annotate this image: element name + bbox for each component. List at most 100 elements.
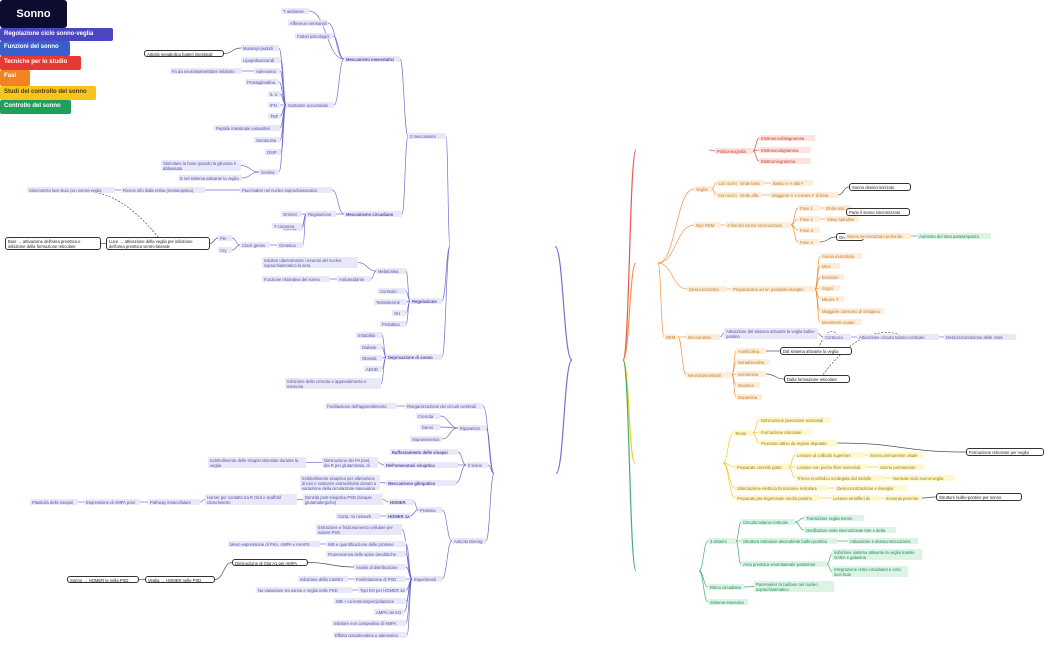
node-rcsv[interactable]: Regolazione ciclo sonno-veglia xyxy=(0,28,113,41)
node-clock[interactable]: Clock genes xyxy=(240,242,270,248)
node-att-metab[interactable]: Attività metabolica batteri intestinali xyxy=(144,50,224,57)
node-proteina[interactable]: Proteina xyxy=(418,507,442,513)
node-attiv-desincr[interactable]: Attivazione e desincronizzazione xyxy=(848,538,918,544)
node-facilitazione[interactable]: Facilitazione dell'apprendimento xyxy=(325,403,397,409)
node-sost-acc[interactable]: Sostanze accumulate xyxy=(286,102,334,108)
node-antiossid[interactable]: Antiossidante xyxy=(337,276,371,282)
node-basso-v[interactable]: Basso V e alta F xyxy=(771,180,813,186)
node-esperimenti[interactable]: Esperimenti xyxy=(412,576,442,582)
node-rem[interactable]: REM xyxy=(664,334,678,340)
node-lesione-fibre[interactable]: Lesione con poche fibre sensoriali xyxy=(795,464,867,470)
node-adhd[interactable]: ADHD xyxy=(364,366,382,372)
node-emg[interactable]: Elettromiogramma xyxy=(759,158,811,164)
node-homer-per[interactable]: Homer per contatto tra R Glut e scaffold… xyxy=(205,494,297,505)
node-crescita[interactable]: Crescita xyxy=(416,413,440,419)
node-obesita[interactable]: Obesità xyxy=(360,355,382,361)
node-polisonno[interactable]: Polisonnografia xyxy=(715,148,753,154)
node-due-mecc[interactable]: 2 meccanismi xyxy=(408,133,446,139)
node-root[interactable]: Sonno xyxy=(0,0,67,28)
node-acetilcolina[interactable]: Acetilcolina xyxy=(736,348,766,354)
node-parte-sonno[interactable]: Parte il sonno sincronizzato xyxy=(846,208,910,216)
node-insonnia[interactable]: Insonnia perenne xyxy=(884,495,922,501)
node-melatonina[interactable]: Melatonina xyxy=(376,268,406,274)
node-per[interactable]: Per xyxy=(218,235,232,241)
node-veglia[interactable]: Veglia xyxy=(694,186,712,192)
node-lesione-emid[interactable]: Lesione emidiferi dx xyxy=(831,495,879,501)
node-corta[interactable]: Corta, no network xyxy=(336,513,380,519)
node-formaz-retic-veglia[interactable]: Formazione reticolare per veglia xyxy=(966,448,1044,456)
node-trans-veglia[interactable]: Transizione veglia-sonno xyxy=(804,515,864,521)
node-quattro-fasi[interactable]: 4 fasi del sonno sincronizzato xyxy=(725,222,791,228)
node-inibizione-cr[interactable]: Inibizione della crescita e apprendiment… xyxy=(285,378,381,389)
node-glimfatico[interactable]: Meccanismo glimpatico xyxy=(386,480,456,486)
node-mioc[interactable]: Mioc xyxy=(820,263,840,269)
node-fase2[interactable]: Fase 2 xyxy=(798,216,820,222)
node-attiv-circ[interactable]: Attivazione circuito talamo-corticale xyxy=(857,334,939,340)
node-diminuz-perc[interactable]: Diminuzione percezioni sensoriali xyxy=(759,417,831,423)
node-sistema-esec[interactable]: Sistema esecutivo xyxy=(708,599,748,605)
node-eog[interactable]: Elettrooculogramma xyxy=(759,147,811,153)
node-tronco[interactable]: Tronco encefalico scollegato dal midollo xyxy=(795,475,885,481)
node-inibitore[interactable]: Inibitore non competitivo di AMPA xyxy=(332,620,406,626)
node-il1[interactable]: IL-1 xyxy=(268,91,280,97)
node-prep-trigem[interactable]: Preparato pre-trigeminale medio pontino xyxy=(735,495,821,501)
node-noradrenalina[interactable]: Noradrenalina xyxy=(736,359,770,365)
node-veglia-homer[interactable]: Veglia → HOMER nelle PSD xyxy=(145,576,215,583)
node-neurotrasm[interactable]: Neurotrasmettitori xyxy=(686,372,732,378)
node-adenosina[interactable]: Adenosina xyxy=(254,68,280,74)
node-grelina[interactable]: Grelina xyxy=(259,169,279,175)
node-attivazione-sist[interactable]: Attivazione del sistema attivante la veg… xyxy=(724,328,818,339)
node-sonno-sincr[interactable]: Sonno sincronizzato profondo xyxy=(845,233,911,239)
node-gh[interactable]: GH xyxy=(392,310,406,316)
node-sleep-spindles[interactable]: Sleep spindles xyxy=(825,216,859,222)
node-atonia[interactable]: Atonia muscolare xyxy=(820,253,862,259)
node-luce[interactable]: Luce → attivazione della veglia per inib… xyxy=(106,237,210,250)
node-ifn[interactable]: IFN xyxy=(268,102,280,108)
node-pacemaker[interactable]: Pacemaker nel nucleo soprachiasmatico xyxy=(240,187,332,193)
node-sonno-perm[interactable]: Sonno permanente xyxy=(878,464,924,470)
node-maggiore-cons[interactable]: Maggiore consumo di ossigeno xyxy=(820,308,884,314)
node-homer[interactable]: HOMER xyxy=(388,499,414,505)
node-prolattina[interactable]: Prolattina xyxy=(380,321,406,327)
node-pacemaker-circ[interactable]: Pacemaker circadiano nel nucleo soprachi… xyxy=(754,581,834,592)
node-topi-ko[interactable]: Topi KO per HOMER 1a xyxy=(358,587,406,593)
node-genetica[interactable]: Genetica xyxy=(277,242,303,248)
node-istamina[interactable]: Istamina xyxy=(736,382,760,388)
node-ormoni[interactable]: Ormoni xyxy=(281,211,301,217)
node-sonno-homer[interactable]: Sonno → HOMER la nella PSD xyxy=(67,576,139,583)
node-minore-t[interactable]: Minore T xyxy=(820,296,844,302)
node-mecc-omeo[interactable]: Meccanismi omeostatici xyxy=(344,56,400,62)
node-fase3[interactable]: Fase 3 xyxy=(798,227,820,233)
node-dimin-glut[interactable]: Diminuzione di Glut A1 per AMPA xyxy=(232,559,308,566)
node-fase1[interactable]: Fase 1 xyxy=(798,205,820,211)
node-dal-sistema[interactable]: Dal sistema attivante la veglia xyxy=(780,347,852,355)
node-strutture[interactable]: Strutture bulbo-pontine per sonno xyxy=(936,493,1022,501)
node-sincronizza[interactable]: Sincronizza luce-buio con sonno-veglia xyxy=(27,187,115,193)
node-area-preottica[interactable]: Area preottica ventrolaterale posteriore xyxy=(741,561,827,567)
node-erezione[interactable]: Erezione xyxy=(820,274,844,280)
node-corteccia[interactable]: Corteccia xyxy=(823,334,851,340)
node-movimenti[interactable]: Movimenti oculari xyxy=(820,319,862,325)
node-effetto[interactable]: Effetto noradrenalina e adenosina xyxy=(333,632,407,638)
node-fa-neuro[interactable]: Fa da neurotrasmettitore inibitorio xyxy=(170,68,242,74)
node-fase4[interactable]: Fase 4 xyxy=(798,239,820,245)
node-glimf-d[interactable]: Indebolimento sinaptico per alterazione … xyxy=(300,475,380,490)
node-teorie[interactable]: Teorie xyxy=(733,430,753,436)
node-meno-espr[interactable]: Meno espressione di PKA, AMPA e AKAP5 xyxy=(228,541,320,547)
node-normale-ciclo[interactable]: Normale ciclo sonno-veglia xyxy=(891,475,955,481)
node-non-rem[interactable]: Non REM xyxy=(694,222,720,228)
node-pathway[interactable]: Pathway intracellulare xyxy=(148,499,200,505)
node-prostag[interactable]: Prostaglandina xyxy=(245,79,279,85)
node-estraz[interactable]: Estrazione e frazionamento cellulare per… xyxy=(316,524,402,535)
node-no-var[interactable]: No variazione tra sonno e veglia nelle P… xyxy=(256,587,352,593)
node-espressione[interactable]: Espressione di AMPA post xyxy=(84,499,140,505)
node-fluoresc[interactable]: Fluorescenza delle spine dendritiche xyxy=(326,551,406,557)
node-regolazione[interactable]: Regolazione xyxy=(306,211,336,217)
node-prep-gatto[interactable]: Preparato cervello gatto xyxy=(735,464,789,470)
node-diminuz[interactable]: Diminuzione dei PA post, dei R per gluta… xyxy=(322,457,378,468)
node-controllo[interactable]: Controllo del sonno xyxy=(0,100,71,114)
node-prepar[interactable]: Preparazione ad un possibile risveglio xyxy=(731,286,815,292)
node-riorganizz[interactable]: Riorganizzazione dei circuiti cerebrali xyxy=(405,403,483,409)
node-muramyl[interactable]: Muramyl-peptidi xyxy=(241,45,279,51)
node-regolazione2[interactable]: Regolazione xyxy=(410,298,442,304)
